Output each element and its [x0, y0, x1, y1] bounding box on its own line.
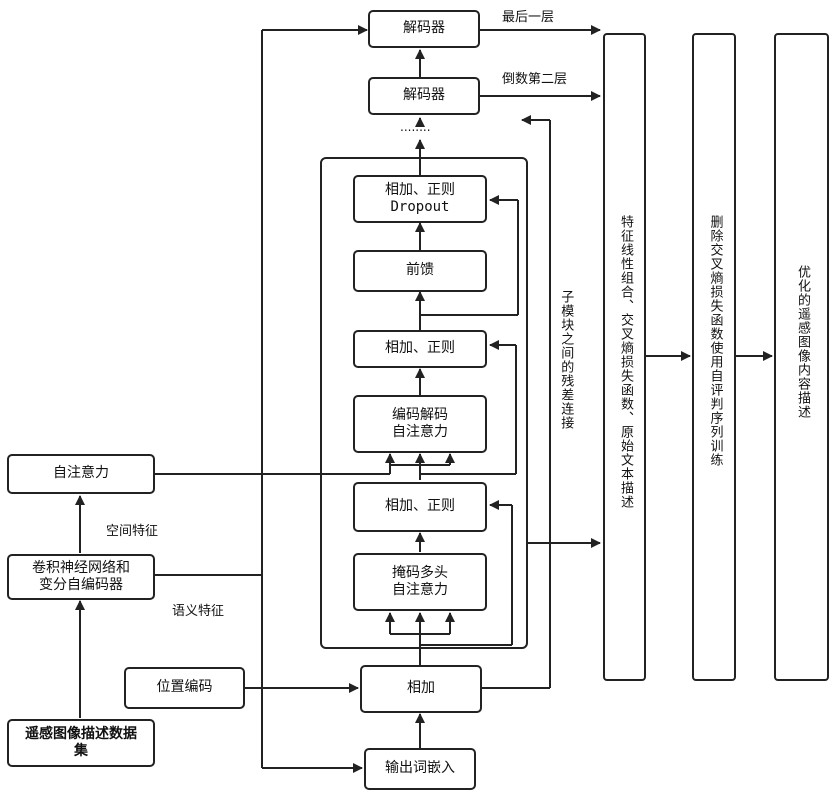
semantic-feature-label: 语义特征 [172, 600, 224, 619]
feature-combination-text: 特征线性组合、交叉熵损失函数、原始文本描述 [617, 215, 632, 679]
decoder-second-label: 解码器 [403, 87, 445, 105]
second-last-layer-label: 倒数第二层 [502, 68, 567, 87]
scst-column: 删除交叉熵损失函数使用自评判序列训练 [692, 33, 736, 681]
output-embedding-label: 输出词嵌入 [385, 760, 455, 778]
add-norm-dropout-label: 相加、正则 Dropout [385, 182, 455, 217]
add-norm-mid-box: 相加、正则 [353, 330, 487, 368]
decoder-top-label: 解码器 [403, 20, 445, 38]
feature-combination-column: 特征线性组合、交叉熵损失函数、原始文本描述 [603, 33, 646, 681]
add-norm-mid-label: 相加、正则 [385, 340, 455, 358]
cnn-vae-box: 卷积神经网络和 变分自编码器 [7, 554, 155, 600]
enc-dec-attention-box: 编码解码 自注意力 [353, 395, 487, 453]
decoder-second-box: 解码器 [368, 77, 480, 115]
self-attention-label: 自注意力 [53, 465, 109, 483]
optimized-description-text: 优化的遥感图像内容描述 [794, 265, 809, 679]
self-attention-box: 自注意力 [7, 454, 155, 494]
add-box: 相加 [360, 665, 482, 713]
add-norm-low-label: 相加、正则 [385, 498, 455, 516]
masked-attention-box: 掩码多头 自注意力 [353, 553, 487, 611]
output-embedding-box: 输出词嵌入 [364, 748, 476, 790]
decoder-top-box: 解码器 [368, 10, 480, 48]
dataset-box: 遥感图像描述数据 集 [7, 719, 155, 767]
positional-encoding-box: 位置编码 [124, 667, 245, 709]
feed-forward-label: 前馈 [406, 262, 434, 280]
dots-ellipsis: ........ [400, 120, 431, 134]
spatial-feature-label: 空间特征 [106, 520, 158, 539]
feed-forward-box: 前馈 [353, 250, 487, 292]
dataset-label: 遥感图像描述数据 集 [25, 726, 137, 761]
residual-connection-label: 子模块之间的残差连接 [558, 290, 572, 430]
optimized-description-column: 优化的遥感图像内容描述 [774, 33, 829, 681]
add-norm-low-box: 相加、正则 [353, 482, 487, 532]
add-norm-dropout-box: 相加、正则 Dropout [353, 175, 487, 223]
add-label: 相加 [407, 680, 435, 698]
scst-text: 删除交叉熵损失函数使用自评判序列训练 [707, 215, 722, 679]
positional-encoding-label: 位置编码 [157, 679, 213, 697]
masked-attention-label: 掩码多头 自注意力 [392, 565, 448, 600]
last-layer-label: 最后一层 [502, 6, 554, 25]
cnn-vae-label: 卷积神经网络和 变分自编码器 [32, 560, 130, 595]
enc-dec-attention-label: 编码解码 自注意力 [392, 407, 448, 442]
